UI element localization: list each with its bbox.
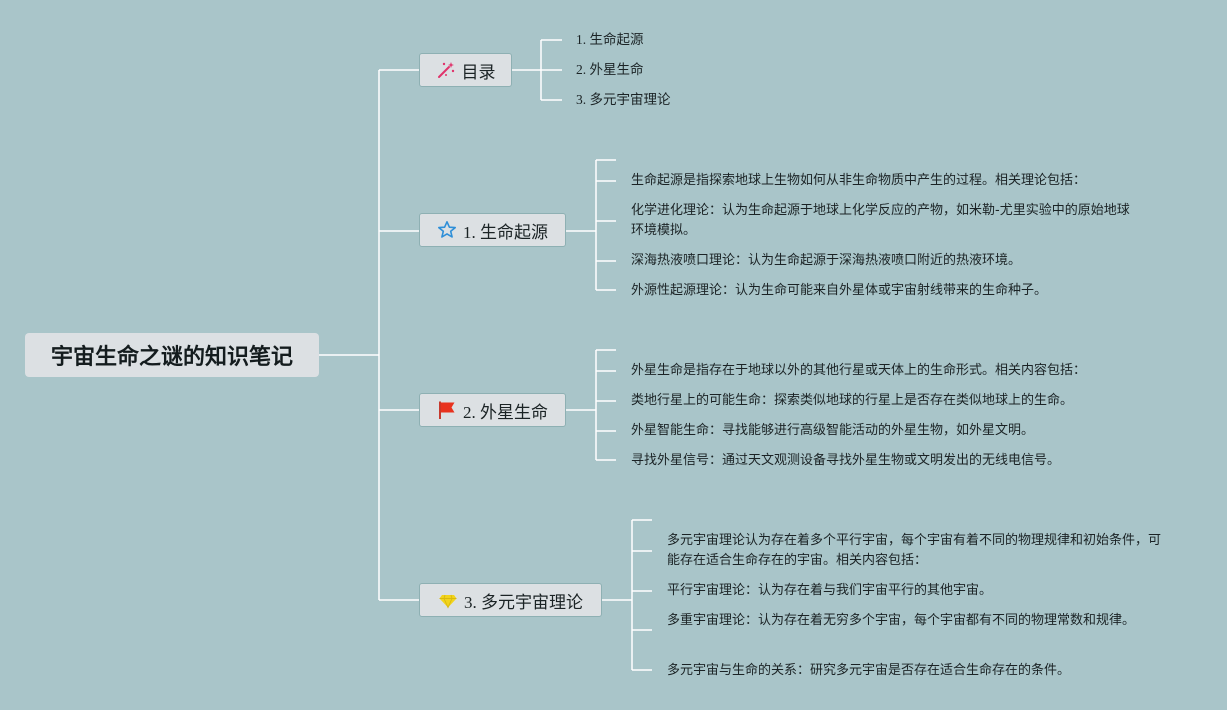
section1-item-1[interactable]: 生命起源是指探索地球上生物如何从非生命物质中产生的过程。相关理论包括： [631,173,1087,188]
topic-label: 3. 多元宇宙理论 [464,592,583,612]
root-topic[interactable]: 宇宙生命之谜的知识笔记 [25,333,319,377]
topic-label: 2. 外星生命 [463,402,548,422]
star-icon [437,220,457,240]
topic-label: 1. 生命起源 [463,222,548,242]
section3-item-4[interactable]: 多元宇宙与生命的关系：研究多元宇宙是否存在适合生命存在的条件。 [667,663,1071,678]
section2-item-2[interactable]: 类地行星上的可能生命：探索类似地球的行星上是否存在类似地球上的生命。 [631,393,1074,408]
topic-alien-life[interactable]: 2. 外星生命 [419,393,566,427]
section1-item-2[interactable]: 化学进化理论：认为生命起源于地球上化学反应的产物，如米勒-尤里实验中的原始地球环… [631,203,1130,238]
section3-item-1[interactable]: 多元宇宙理论认为存在着多个平行宇宙，每个宇宙有着不同的物理规律和初始条件，可能存… [667,533,1162,568]
root-title: 宇宙生命之谜的知识笔记 [50,345,293,370]
topic-life-origin[interactable]: 1. 生命起源 [419,213,566,247]
section1-item-4[interactable]: 外源性起源理论：认为生命可能来自外星体或宇宙射线带来的生命种子。 [631,283,1048,298]
section1-item-3[interactable]: 深海热液喷口理论：认为生命起源于深海热液喷口附近的热液环境。 [631,253,1022,268]
section2-item-1[interactable]: 外星生命是指存在于地球以外的其他行星或天体上的生命形式。相关内容包括： [631,363,1087,378]
toc-item-2[interactable]: 2. 外星生命 [576,62,644,77]
magic-wand-icon [436,60,456,80]
toc-topic[interactable]: 目录 [419,53,512,87]
section3-item-3[interactable]: 多重宇宙理论：认为存在着无穷多个宇宙，每个宇宙都有不同的物理常数和规律。 [667,613,1136,628]
section3-item-2[interactable]: 平行宇宙理论：认为存在着与我们宇宙平行的其他宇宙。 [667,583,993,598]
topic-multiverse[interactable]: 3. 多元宇宙理论 [419,583,602,617]
toc-item-3[interactable]: 3. 多元宇宙理论 [576,92,671,107]
toc-label: 目录 [461,62,496,83]
section2-item-4[interactable]: 寻找外星信号：通过天文观测设备寻找外星生物或文明发出的无线电信号。 [631,453,1061,468]
diamond-icon [438,590,458,610]
toc-item-1[interactable]: 1. 生命起源 [576,32,644,47]
flag-icon [437,400,457,420]
section2-item-3[interactable]: 外星智能生命：寻找能够进行高级智能活动的外星生物，如外星文明。 [631,423,1035,438]
